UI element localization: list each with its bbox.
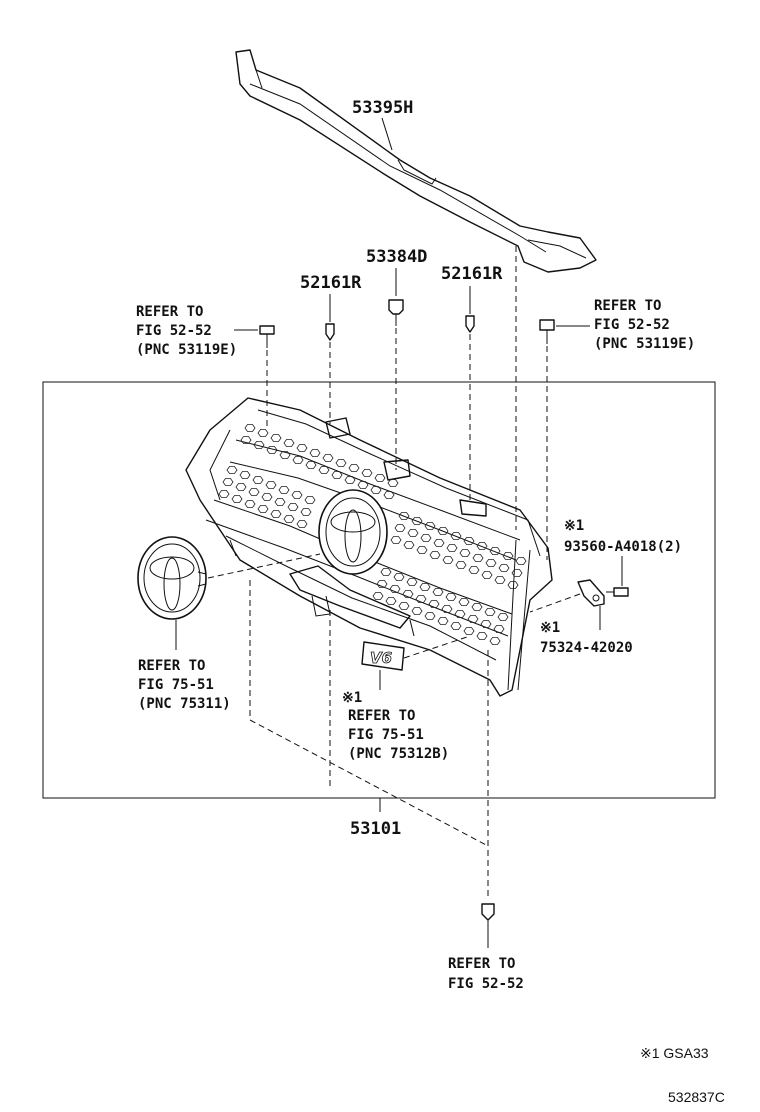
refer-left-line2: FIG 52-52 [136, 323, 212, 339]
v6-mark: ※1 [342, 690, 362, 706]
refer-right-line1: REFER TO [594, 298, 661, 314]
screw-icon [606, 587, 629, 597]
screw-mark: ※1 [564, 518, 584, 534]
seal-part-number: 53395H [352, 98, 413, 118]
bracket-part-number: 75324-42020 [540, 640, 633, 656]
clip-center-part-number: 53384D [366, 247, 427, 267]
bottom-refer-line2: FIG 52-52 [448, 976, 524, 992]
v6-refer-line2: FIG 75-51 [348, 727, 424, 743]
refer-right-line3: (PNC 53119E) [594, 336, 695, 352]
diagram-id: 532837C [668, 1089, 725, 1105]
v6-badge-icon: V6 [361, 641, 405, 671]
footnote: ※1 GSA33 [640, 1045, 709, 1061]
clip-center-icon [388, 299, 404, 326]
radiator-grille-seal [235, 49, 597, 273]
clip-right-icon [465, 315, 475, 333]
grille-mesh-lower [218, 466, 509, 645]
v6-refer-line3: (PNC 75312B) [348, 746, 449, 762]
grille-part-number: 53101 [350, 819, 401, 839]
assembly-box [42, 381, 716, 799]
refer-right-line2: FIG 52-52 [594, 317, 670, 333]
screw-right-icon [539, 319, 555, 344]
screw-part-number: 93560-A4018(2) [564, 539, 682, 555]
toyota-emblem-icon [137, 536, 207, 620]
emblem-refer-line3: (PNC 75311) [138, 696, 231, 712]
bottom-fastener-icon [481, 903, 495, 930]
v6-refer-line1: REFER TO [348, 708, 415, 724]
clip-left-icon [325, 323, 335, 341]
refer-left-line1: REFER TO [136, 304, 203, 320]
grille-mesh-upper [240, 424, 527, 589]
bracket-mark: ※1 [540, 620, 560, 636]
emblem-refer-line1: REFER TO [138, 658, 205, 674]
v6-badge-text: V6 [370, 649, 392, 667]
bottom-refer-line1: REFER TO [448, 956, 515, 972]
grille-center-emblem-icon [318, 489, 388, 575]
grille-body [185, 397, 553, 697]
seal-leader [381, 117, 393, 151]
screw-left-icon [259, 325, 275, 348]
emblem-refer-line2: FIG 75-51 [138, 677, 214, 693]
bracket-icon [577, 579, 605, 607]
clip-right-part-number: 52161R [441, 264, 503, 284]
refer-left-line3: (PNC 53119E) [136, 342, 237, 358]
clip-left-part-number: 52161R [300, 273, 362, 293]
